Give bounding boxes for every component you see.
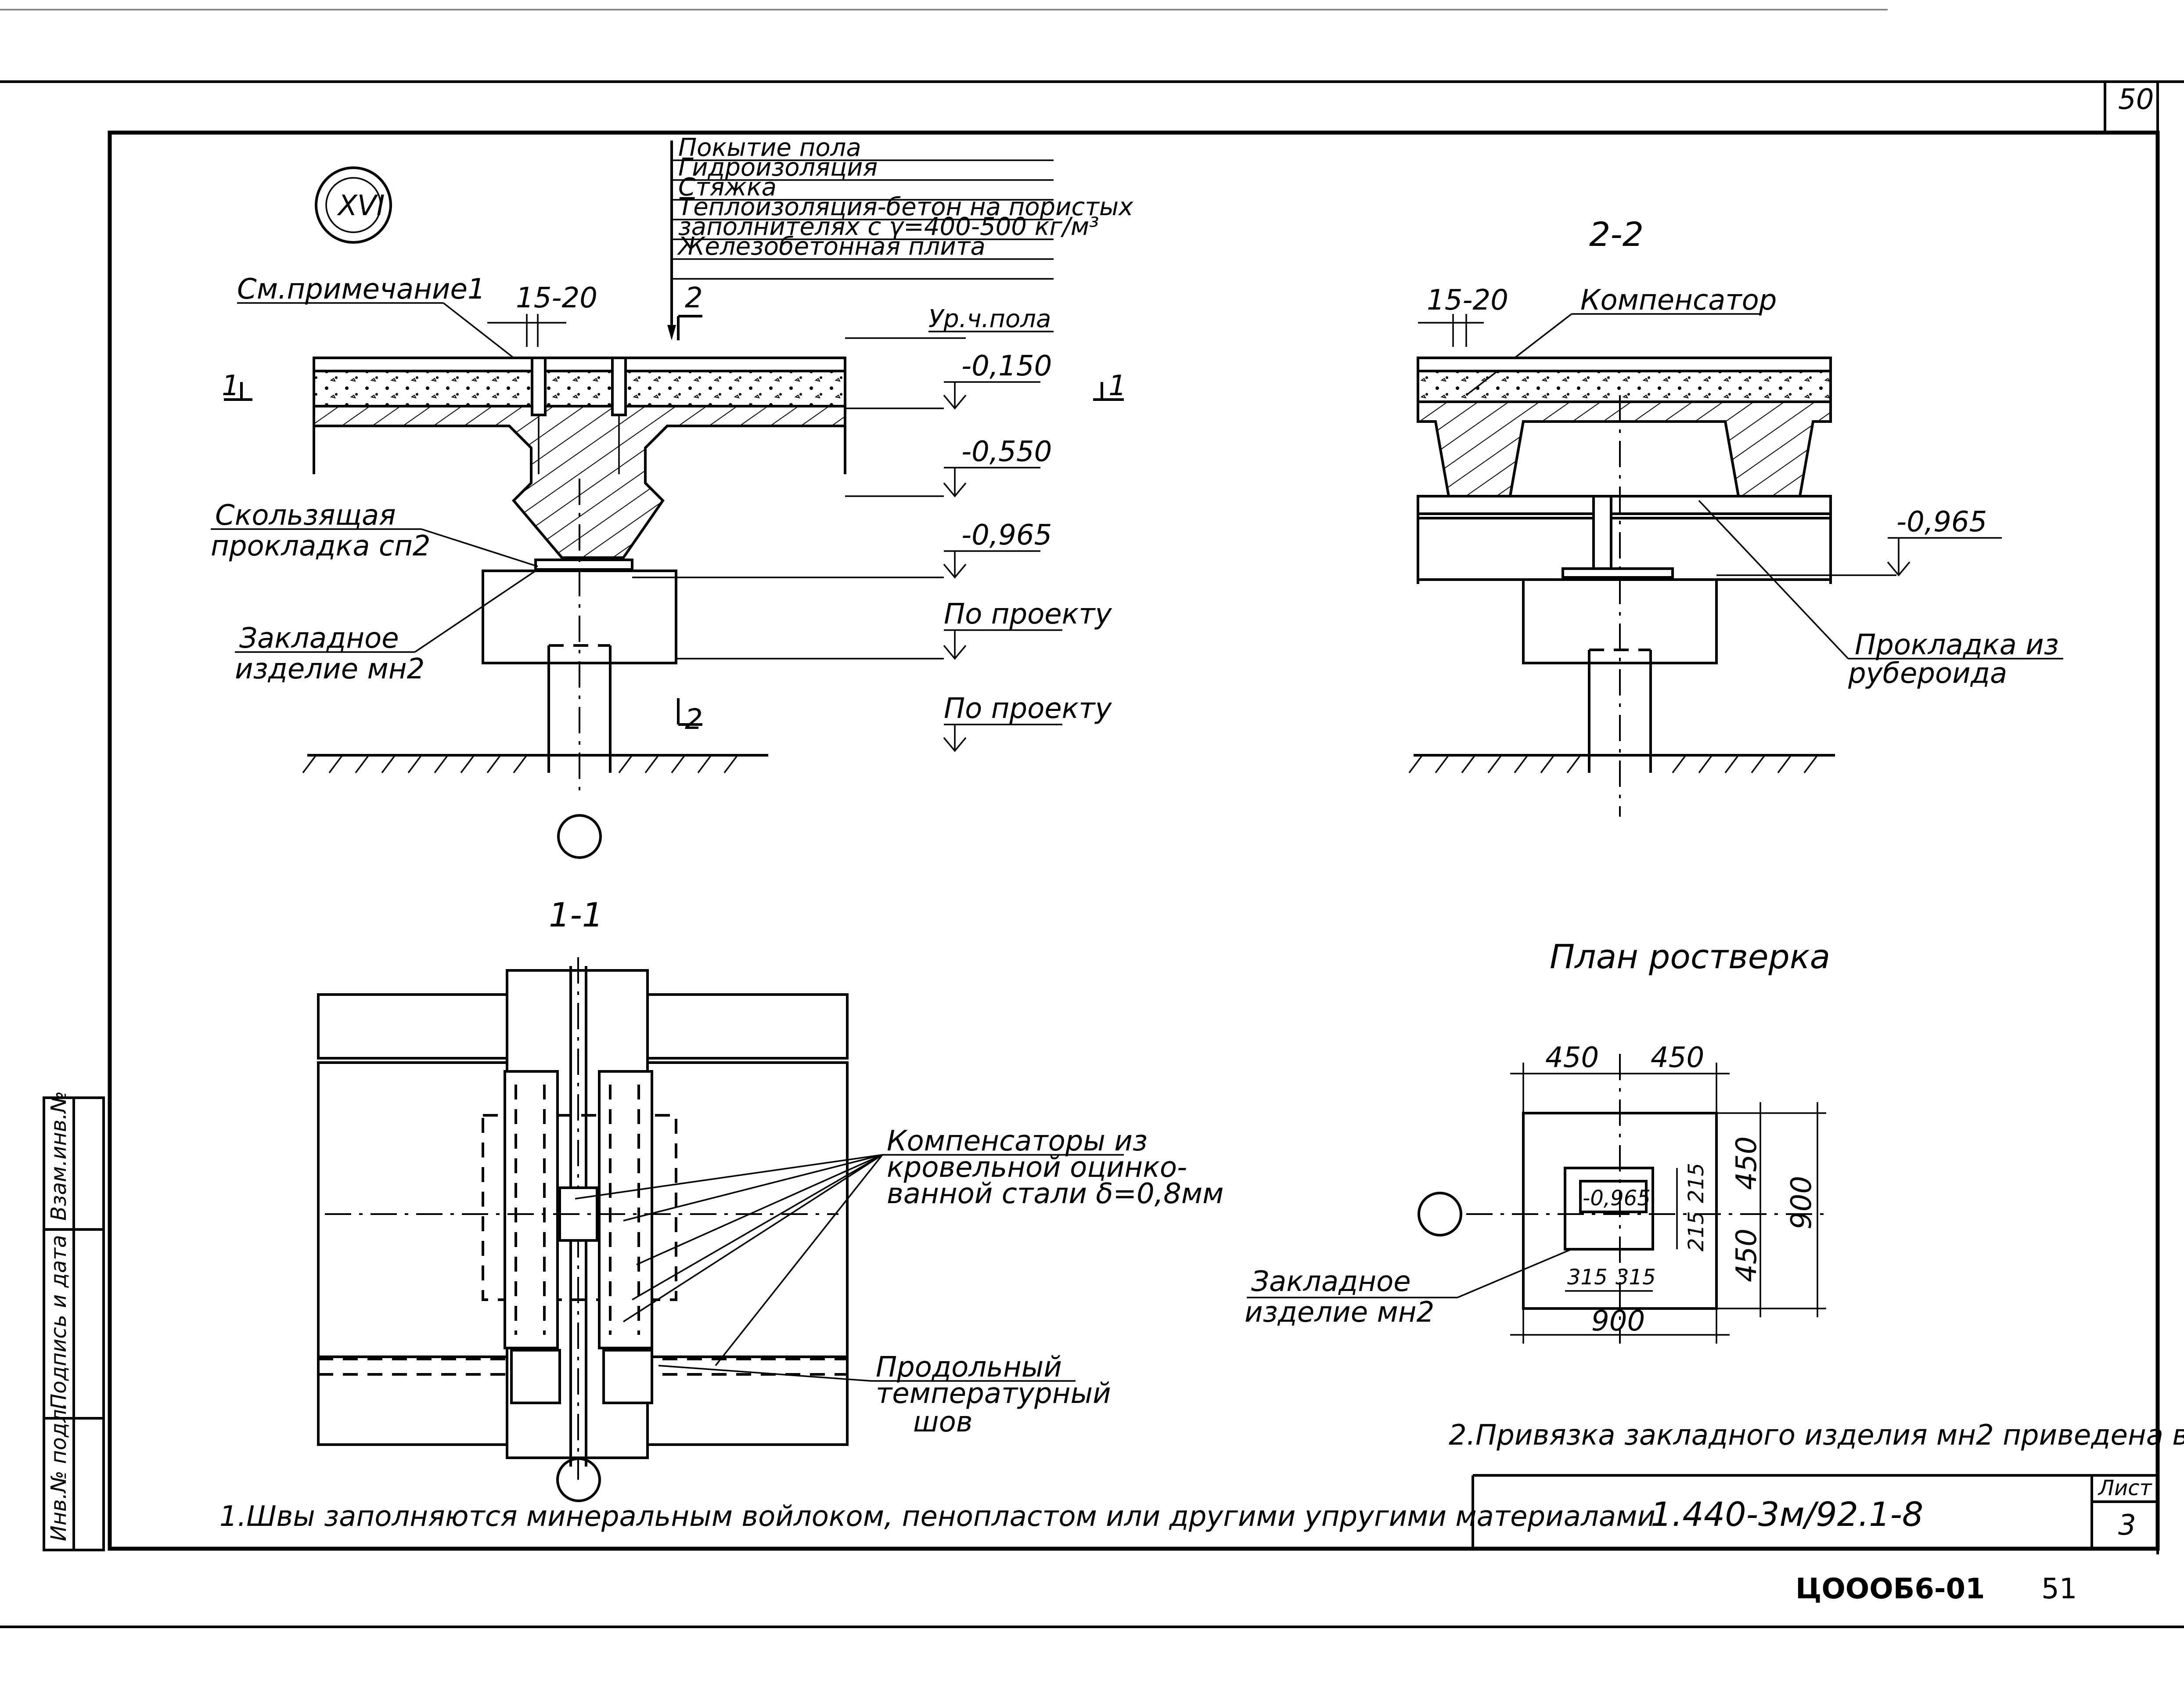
axis-marker-left (557, 814, 602, 859)
plan-dim-inner-1: 215 (1684, 1163, 1709, 1203)
notes: 1.Швы заполняются минеральным войлоком, … (219, 1419, 2184, 1533)
sheet-label: Лист (2098, 1476, 2153, 1500)
section-11-title: 1-1 (549, 895, 603, 934)
level-0150: -0,150 (961, 350, 1052, 382)
plan-dim-total-right: 900 (1785, 1176, 1818, 1229)
layers-callout: Покытие пола Гидроизоляция Стяжка Теплои… (667, 133, 1133, 340)
level-project-1: По проекту (944, 598, 1112, 631)
note-2: 2.Привязка закладного изделия мн2 привед… (1449, 1419, 2184, 1452)
plan-dim-total-bottom: 900 (1591, 1305, 1645, 1337)
stamp-sign-label: Подпись и дата (47, 1235, 71, 1409)
footer-page: 51 (2041, 1573, 2077, 1605)
plan-embedded-2: изделие мн2 (1245, 1296, 1434, 1329)
level-0550: -0,550 (961, 436, 1052, 468)
stamp-inv-label: Инв.№ подл. (47, 1402, 71, 1541)
footer: ЦОООБ6-01 51 (0, 1573, 2184, 1628)
plan-embedded-1: Закладное (1251, 1265, 1411, 1298)
plan-dim-bottom-1: 315 (1567, 1265, 1608, 1290)
sheet-number: 3 (2118, 1509, 2136, 1542)
plan-dim-inner-2: 215 (1684, 1211, 1709, 1251)
embedded-part-label-2: изделие мн2 (235, 653, 425, 685)
section-1-1: 1-1 Компенсаторы из кровельной оцинко- в… (317, 895, 1223, 1502)
long-joint-label-3: шов (913, 1406, 972, 1438)
cut-mark-top: 2 (685, 282, 703, 314)
section-2-2: 2-2 15-20 Компенсатор -0,965 Прокладка и… (1408, 215, 2063, 817)
sheet-edge-top (0, 9, 2184, 83)
embedded-part-label-1: Закладное (239, 622, 399, 655)
joint-width-left: 15-20 (516, 282, 597, 314)
level-floor: Ур.ч.пола (928, 305, 1051, 333)
level-0965: -0,965 (961, 519, 1052, 552)
pad-label-1: Прокладка из (1855, 629, 2059, 661)
side-cut-left: 1 (222, 370, 240, 402)
plan-dim-bottom-2: 315 (1616, 1265, 1656, 1290)
layer-6: Железобетонная плита (677, 232, 986, 261)
level-marks: Ур.ч.пола -0,150 -0,550 -0,965 По проект… (632, 305, 1112, 752)
section-marker-circle (315, 166, 392, 244)
plan-dim-top-1: 450 (1545, 1042, 1599, 1074)
page-number-box: 50 (2104, 82, 2159, 1554)
plan-level: -0,965 (1583, 1186, 1651, 1211)
compensator-label: Компенсатор (1580, 284, 1777, 317)
long-joint-label-1: Продольный (876, 1351, 1062, 1384)
note-ref-label: См.примечание1 (237, 273, 486, 306)
section-marker-label: XVI (337, 190, 385, 222)
level-project-2: По проекту (944, 692, 1112, 725)
layer-4: Теплоизоляция-бетон на пористых (678, 193, 1133, 221)
level-22: -0,965 (1896, 506, 1987, 538)
cut-mark-bottom: 2 (685, 703, 703, 736)
compensators-label-1: Компенсаторы из (887, 1125, 1148, 1157)
title-block: 1.440-3м/92.1-8 Лист 3 (1472, 1474, 2158, 1549)
axis-marker-bottom (556, 1457, 601, 1502)
page-number-top: 50 (2118, 83, 2154, 116)
pad-label-2: рубероида (1848, 657, 2007, 690)
side-cut-right: 1 (1108, 370, 1126, 402)
compensators-label-3: ванной стали δ=0,8мм (887, 1178, 1223, 1210)
plan-view: План ростверка -0,965 450 450 315 315 90… (1245, 937, 1830, 1344)
plan-dim-top-2: 450 (1651, 1042, 1704, 1074)
sliding-pad-label-2: прокладка сп2 (211, 530, 431, 562)
layer-1: Покытие пола (678, 133, 861, 162)
drawing-frame (108, 130, 2160, 1551)
plan-dim-right-1: 450 (1731, 1136, 1763, 1190)
layer-3: Стяжка (678, 173, 777, 202)
compensators-label-2: кровельной оцинко- (887, 1151, 1187, 1184)
side-stamp: Инв.№ подл. Подпись и дата Взам.инв.№ (43, 1091, 105, 1551)
note-1: 1.Швы заполняются минеральным войлоком, … (219, 1500, 1664, 1533)
long-joint-label-2: температурный (876, 1377, 1111, 1410)
left-section: XVI Покытие пола Гидроизоляция Стяжка Те… (211, 133, 1133, 859)
sliding-pad-label-1: Скользящая (215, 499, 396, 532)
plan-dim-right-2: 450 (1731, 1229, 1763, 1282)
section-22-title: 2-2 (1589, 215, 1644, 254)
joint-width-right: 15-20 (1427, 284, 1508, 317)
stamp-replace-label: Взам.инв.№ (47, 1091, 71, 1221)
archive-code: ЦОООБ6-01 (1795, 1573, 1985, 1605)
doc-code: 1.440-3м/92.1-8 (1651, 1495, 1923, 1534)
layer-5: заполнителях с γ=400-500 кг/м³ (678, 213, 1099, 241)
axis-marker-plan (1418, 1192, 1462, 1236)
plan-title: План ростверка (1550, 937, 1830, 976)
layer-2: Гидроизоляция (678, 153, 878, 182)
